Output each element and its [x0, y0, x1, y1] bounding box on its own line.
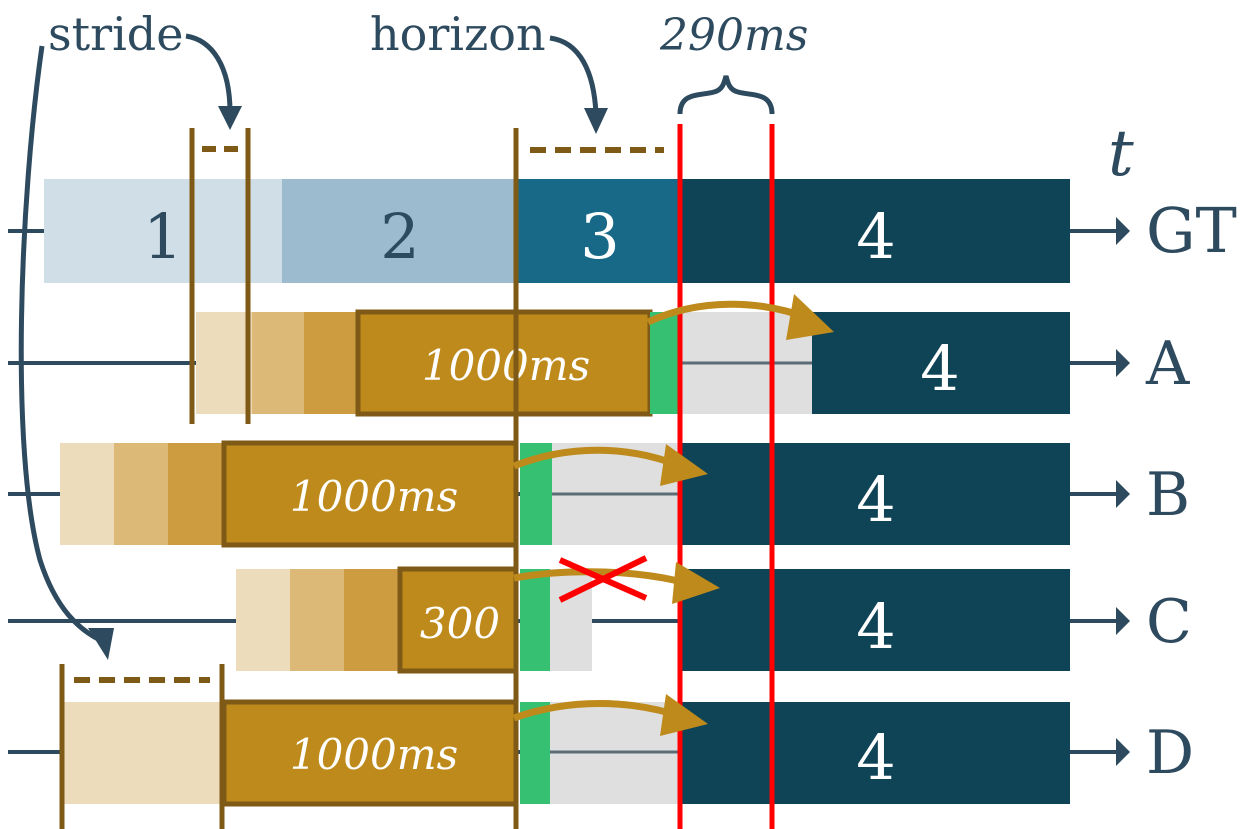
row-b-target-label: 4 — [856, 463, 895, 536]
row-a-window — [355, 309, 653, 417]
stride-callout-arrowhead-top — [218, 106, 242, 130]
row-d-prediction-arrowhead — [660, 694, 708, 736]
gt-segment-3 — [518, 179, 680, 283]
row-d-compute — [520, 702, 550, 804]
row-d-prediction-arrow — [512, 700, 682, 722]
row-d-window — [221, 699, 519, 807]
row-a-target — [812, 312, 1070, 414]
gt-segment-2 — [282, 179, 518, 283]
row-c-window-label: 300 — [420, 599, 500, 648]
row-d-target — [680, 702, 1070, 804]
row-c-history-3 — [344, 569, 400, 671]
row-b-target — [680, 443, 1070, 545]
row-c-prediction-arrowhead — [672, 562, 720, 604]
row-b-history-1 — [60, 443, 114, 545]
cross-stroke-2 — [558, 555, 648, 603]
row-b: 1000ms 4 B — [8, 440, 1190, 548]
time-axis-label: t — [1108, 117, 1134, 191]
row-d-arrow-head — [1116, 738, 1130, 766]
row-d-label: D — [1146, 718, 1194, 788]
row-d: 1000ms 4 D — [8, 699, 1194, 807]
gt-segment-4 — [680, 179, 1070, 283]
row-a-target-label: 4 — [920, 332, 959, 405]
stride-callout-arrowhead-bottom — [88, 628, 114, 660]
row-c-window — [397, 566, 519, 674]
row-d-window-label: 1000ms — [290, 730, 458, 779]
horizon-callout-arrowhead — [584, 108, 608, 134]
row-c-compute — [520, 569, 550, 671]
row-a-arrow-head — [1116, 349, 1130, 377]
gt-segment-1-label: 1 — [143, 200, 182, 273]
row-c-history-1 — [236, 569, 290, 671]
stride-annotation: stride — [48, 7, 183, 61]
row-a-prediction-arrowhead — [786, 294, 834, 340]
row-c-label: C — [1146, 587, 1192, 657]
gt-row-label: GT — [1146, 194, 1237, 267]
stride-markers — [59, 128, 251, 829]
horizon-marker — [513, 128, 664, 829]
row-c-history-2 — [290, 569, 344, 671]
row-c-target — [680, 569, 1070, 671]
annotations: stride horizon 290ms t — [18, 7, 1134, 660]
row-b-history-3 — [168, 443, 224, 545]
gt-segment-2-label: 2 — [380, 200, 419, 273]
latency-brace — [677, 75, 775, 115]
row-b-history-2 — [114, 443, 168, 545]
row-a: 1000ms 4 A — [8, 309, 1190, 417]
stride-callout-arrow-top — [185, 33, 233, 113]
row-b-prediction-arrow — [512, 446, 682, 470]
row-c-prediction-arrow — [513, 568, 691, 588]
row-a-history-3 — [304, 312, 358, 414]
row-c-target-label: 4 — [856, 590, 895, 663]
row-a-history-1 — [196, 312, 252, 414]
gt-segment-1 — [44, 179, 282, 283]
row-c-arrow-head — [1116, 607, 1130, 635]
prediction-arrows — [512, 294, 834, 736]
horizon-annotation: horizon — [370, 7, 546, 61]
row-b-arrow-head — [1116, 480, 1130, 508]
row-b-prediction-arrowhead — [660, 444, 708, 486]
row-c: 300 4 C — [8, 566, 1192, 674]
row-b-label: B — [1146, 460, 1190, 530]
gt-segment-4-label: 4 — [856, 200, 895, 273]
row-a-compute — [650, 312, 678, 414]
row-a-label: A — [1145, 329, 1190, 399]
row-c-cross-icon — [558, 555, 648, 603]
row-b-window-label: 1000ms — [290, 472, 458, 521]
horizon-callout-arrow — [549, 35, 599, 115]
gt-row: 1 2 3 4 GT — [8, 179, 1237, 283]
stride-callout-arrow-bottom — [18, 45, 102, 643]
gt-segment-3-label: 3 — [580, 200, 619, 273]
row-d-target-label: 4 — [856, 721, 895, 794]
gt-arrow-head — [1116, 217, 1130, 245]
latency-annotation: 290ms — [659, 10, 808, 61]
row-a-history-2 — [252, 312, 304, 414]
row-d-history — [62, 702, 222, 804]
row-a-window-label: 1000ms — [422, 341, 590, 390]
